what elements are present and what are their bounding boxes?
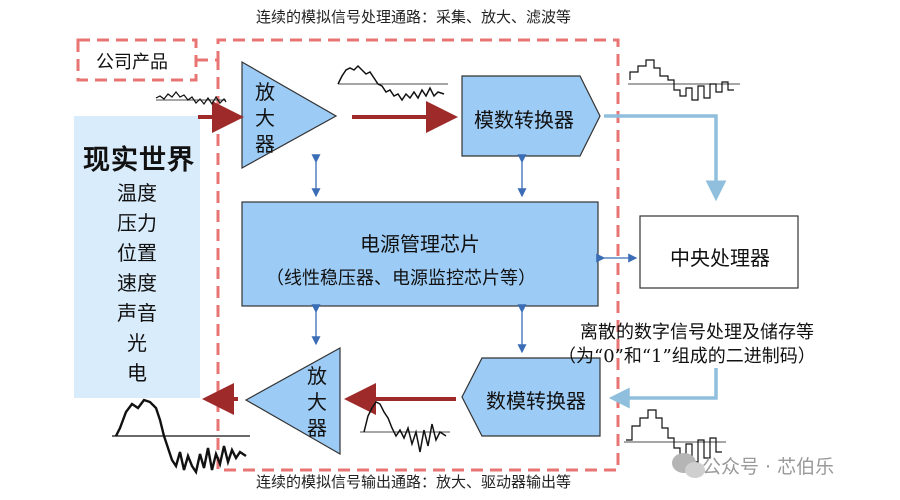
company-tag-box [76,38,198,82]
company-tag-label: 公司产品 [96,52,168,73]
output-amplifier [244,346,341,456]
input-small-waveform-icon [155,91,227,106]
digital-waveform-in-icon [626,409,722,463]
power-management-subtitle: （线性稳压器、电源监控芯片等） [266,268,536,289]
power-management-block [241,201,599,307]
real-world-item: 速度 [117,271,157,295]
cpu-label: 中央处理器 [670,246,770,270]
digital-note-line2: （为“0”和“1”组成的二进制码） [558,346,816,367]
watermark: 公众号 · 芯伯乐 [702,456,835,478]
real-world-panel [74,116,200,398]
real-world-title: 现实世界 [83,145,195,176]
power-management-title: 电源管理芯片 [360,232,480,256]
real-world-item: 光 [127,331,147,355]
real-world-item: 电 [127,361,147,385]
adc-label: 模数转换器 [474,108,574,132]
arrow-cpu-to-dac [608,368,718,409]
output-amplifier-label-1: 放 [307,364,327,388]
input-amplifier-label-1: 放 [255,80,275,104]
cpu-block [639,215,799,289]
company-boundary [196,38,620,472]
digital-waveform-out-icon [629,59,734,101]
output-amplifier-label-2: 大 [307,390,327,414]
dac-label: 数模转换器 [486,389,586,413]
input-amplifier-label-3: 器 [255,132,275,156]
real-world-item: 温度 [117,181,157,205]
reconstructed-waveform-icon [363,401,447,453]
input-amplifier-label-2: 大 [255,106,275,130]
amplified-waveform-icon [337,64,445,102]
top-caption: 连续的模拟信号处理通路：采集、放大、滤波等 [256,8,572,26]
digital-note-line1: 离散的数字信号处理及储存等 [580,322,814,343]
dac-block [461,357,601,437]
bottom-caption: 连续的模拟信号输出通路：放大、驱动器输出等 [256,473,572,491]
real-world-item: 压力 [117,211,157,235]
adc-block [461,75,601,157]
real-world-item: 位置 [117,241,157,265]
output-amplifier-label-3: 器 [307,416,327,440]
output-large-waveform-icon [114,398,247,476]
wechat-icon [672,453,705,478]
arrow-adc-to-cpu [604,114,727,202]
real-world-item: 声音 [117,301,157,325]
